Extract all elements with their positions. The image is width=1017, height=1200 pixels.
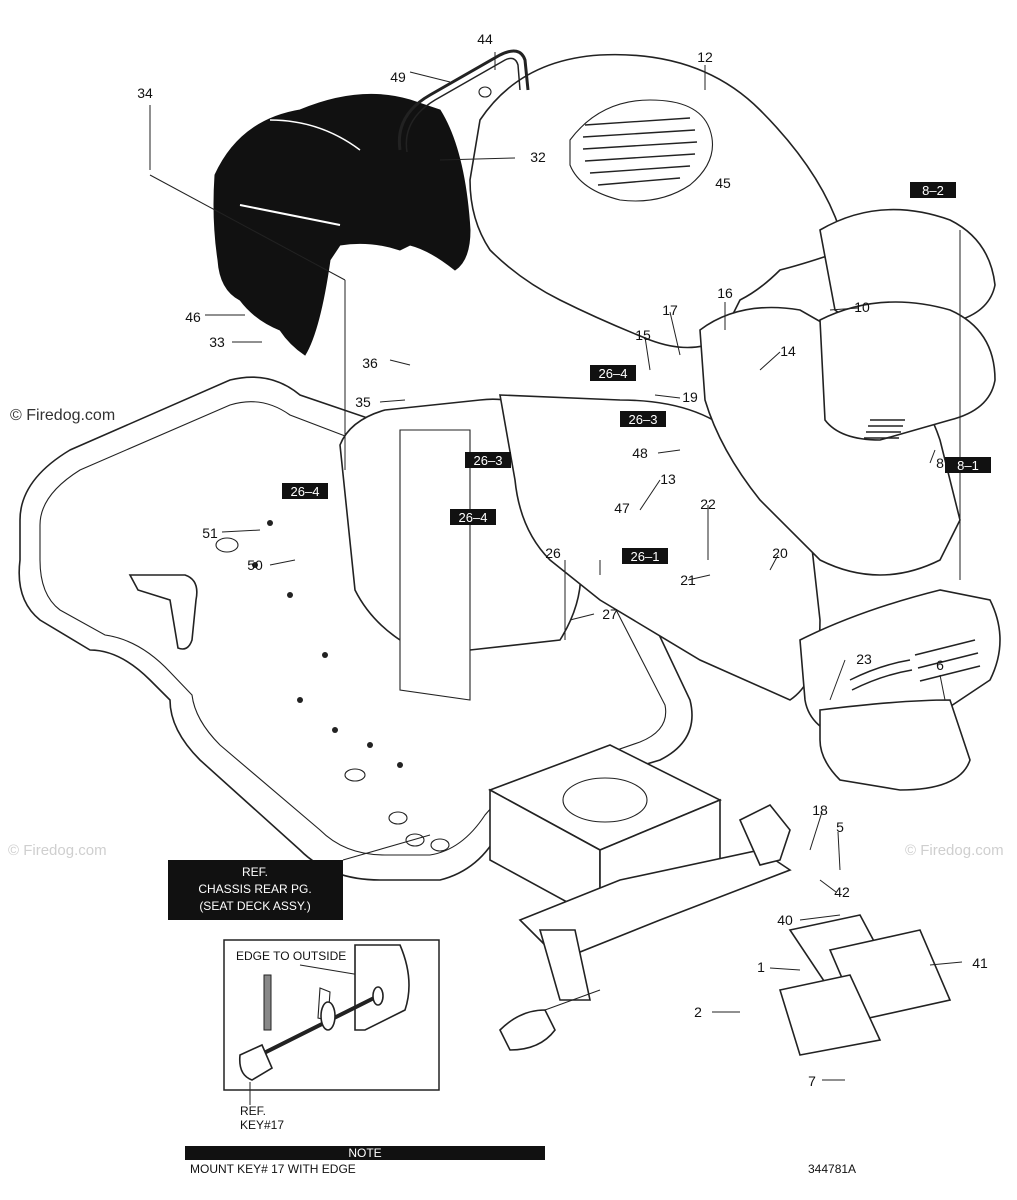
callout-45: 45 bbox=[715, 175, 731, 191]
tag-26–3: 26–3 bbox=[620, 411, 666, 427]
callout-20: 20 bbox=[772, 545, 788, 561]
svg-text:26–3: 26–3 bbox=[474, 453, 503, 468]
callout-10: 10 bbox=[854, 299, 870, 315]
callout-6: 6 bbox=[936, 657, 944, 673]
callout-5: 5 bbox=[836, 819, 844, 835]
callout-35: 35 bbox=[355, 394, 371, 410]
hood bbox=[469, 53, 841, 349]
callout-33: 33 bbox=[209, 334, 225, 350]
tag-8–2: 8–2 bbox=[910, 182, 956, 198]
callout-7: 7 bbox=[808, 1073, 816, 1089]
callout-51: 51 bbox=[202, 525, 218, 541]
svg-text:8–2: 8–2 bbox=[922, 183, 944, 198]
reference-line-3: (SEAT DECK ASSY.) bbox=[199, 899, 310, 913]
callout-21: 21 bbox=[680, 572, 696, 588]
callout-18: 18 bbox=[812, 802, 828, 818]
svg-text:26–4: 26–4 bbox=[599, 366, 628, 381]
svg-text:26–3: 26–3 bbox=[629, 412, 658, 427]
callout-34: 34 bbox=[137, 85, 153, 101]
reference-line-2: CHASSIS REAR PG. bbox=[198, 882, 311, 896]
svg-text:26–4: 26–4 bbox=[459, 510, 488, 525]
callout-14: 14 bbox=[780, 343, 796, 359]
callout-42: 42 bbox=[834, 884, 850, 900]
callout-49: 49 bbox=[390, 69, 406, 85]
callout-41: 41 bbox=[972, 955, 988, 971]
callout-48: 48 bbox=[632, 445, 648, 461]
callout-23: 23 bbox=[856, 651, 872, 667]
note: NOTE MOUNT KEY# 17 WITH EDGE bbox=[185, 1146, 545, 1176]
callout-16: 16 bbox=[717, 285, 733, 301]
hood-handle bbox=[397, 49, 530, 153]
tag-26–4: 26–4 bbox=[450, 509, 496, 525]
callout-40: 40 bbox=[777, 912, 793, 928]
callout-15: 15 bbox=[635, 327, 651, 343]
callout-27: 27 bbox=[602, 606, 618, 622]
tag-26–4: 26–4 bbox=[590, 365, 636, 381]
diagram-part-number: 344781A bbox=[808, 1162, 856, 1176]
svg-text:26–1: 26–1 bbox=[631, 549, 660, 564]
callout-17: 17 bbox=[662, 302, 678, 318]
dash-panels bbox=[339, 208, 1001, 791]
callout-1: 1 bbox=[757, 959, 765, 975]
note-text: MOUNT KEY# 17 WITH EDGE bbox=[190, 1162, 356, 1176]
note-title: NOTE bbox=[348, 1146, 381, 1160]
detail-edge-label: EDGE TO OUTSIDE bbox=[236, 949, 346, 963]
rear-shroud bbox=[213, 93, 471, 356]
callout-32: 32 bbox=[530, 149, 546, 165]
svg-text:8–1: 8–1 bbox=[957, 458, 979, 473]
tag-layer: 8–2 8–1 26–4 26–3 26–4 26–3 26–4 26–1 bbox=[282, 182, 991, 564]
tag-26–3: 26–3 bbox=[465, 452, 511, 468]
watermark-faint-1: © Firedog.com bbox=[8, 842, 107, 859]
watermark-main: © Firedog.com bbox=[10, 407, 115, 424]
callout-36: 36 bbox=[362, 355, 378, 371]
callout-47: 47 bbox=[614, 500, 630, 516]
callout-13: 13 bbox=[660, 471, 676, 487]
callout-8: 8 bbox=[936, 455, 944, 471]
callout-44: 44 bbox=[477, 31, 493, 47]
tag-8–1: 8–1 bbox=[945, 457, 991, 473]
reference-line-1: REF. bbox=[242, 865, 268, 879]
callout-26: 26 bbox=[545, 545, 561, 561]
chassis-frame bbox=[488, 744, 952, 1056]
watermark-faint-2: © Firedog.com bbox=[905, 842, 1004, 859]
callout-12: 12 bbox=[697, 49, 713, 65]
detail-key-label: KEY#17 bbox=[240, 1118, 284, 1132]
callout-46: 46 bbox=[185, 309, 201, 325]
callout-2: 2 bbox=[694, 1004, 702, 1020]
callout-22: 22 bbox=[700, 496, 716, 512]
svg-text:26–4: 26–4 bbox=[291, 484, 320, 499]
tag-26–1: 26–1 bbox=[622, 548, 668, 564]
leader-lines bbox=[149, 52, 963, 1081]
reference-box: REF. CHASSIS REAR PG. (SEAT DECK ASSY.) bbox=[168, 834, 431, 920]
tag-26–4: 26–4 bbox=[282, 483, 328, 499]
callout-19: 19 bbox=[682, 389, 698, 405]
detail-inset: EDGE TO OUTSIDE REF. KEY#17 bbox=[223, 939, 440, 1132]
callout-50: 50 bbox=[247, 557, 263, 573]
detail-ref-label: REF. bbox=[240, 1104, 266, 1118]
